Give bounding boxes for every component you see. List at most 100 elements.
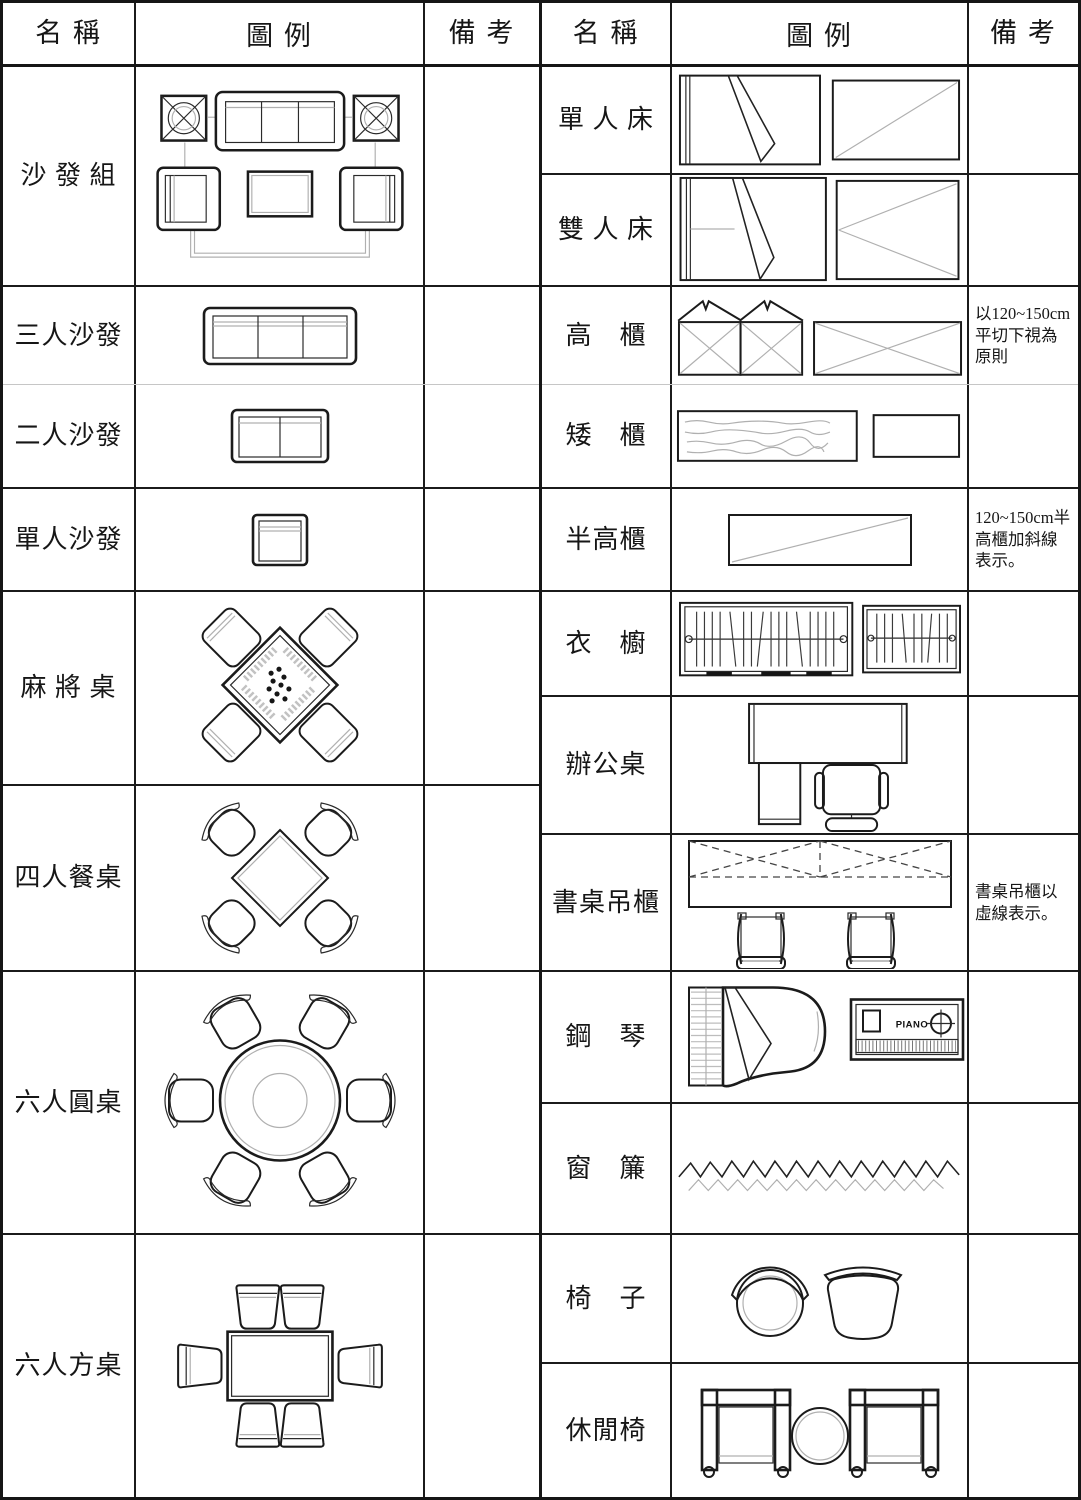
header-remark: 備 考: [448, 17, 516, 48]
row-symbol: [672, 489, 969, 590]
row-desk-hanging-cabinet: 書桌吊櫃: [542, 835, 1078, 972]
row-name: 四人餐桌: [3, 786, 136, 970]
row-remark: [425, 287, 539, 384]
row-double-bed: 雙 人 床: [542, 175, 1078, 287]
row-remark: [969, 1364, 1078, 1497]
row-symbol: [672, 1104, 969, 1233]
row-name: 二人沙發: [3, 385, 136, 487]
row-name: 單 人 床: [542, 67, 672, 173]
tall-cabinet-symbol: [677, 299, 962, 376]
row-remark: [969, 697, 1078, 833]
chair-symbol: [730, 1265, 903, 1340]
row-remark: [969, 1104, 1078, 1233]
row-name: 麻 將 桌: [3, 592, 136, 784]
row-name: 三人沙發: [3, 287, 136, 384]
row-remark: [425, 786, 539, 970]
row-remark: [969, 385, 1078, 487]
row-remark: [425, 592, 539, 784]
row-symbol: [136, 67, 425, 285]
row-half-height-cabinet: 半高櫃 120~150cm半高櫃加斜線表示。: [542, 489, 1078, 592]
mahjong-table-symbol: [201, 607, 358, 763]
six-person-round-table-symbol: [163, 994, 396, 1206]
row-remark: [425, 67, 539, 285]
row-single-bed: 單 人 床: [542, 67, 1078, 175]
row-six-person-round-table: 六人圓桌: [3, 972, 539, 1235]
row-symbol: [136, 1235, 425, 1497]
row-remark: [969, 175, 1078, 285]
row-symbol: [136, 972, 425, 1233]
row-symbol: [136, 385, 425, 487]
row-remark: [969, 67, 1078, 173]
four-person-dining-table-symbol: [200, 802, 359, 954]
row-name: 矮 櫃: [542, 385, 672, 487]
row-name: 雙 人 床: [542, 175, 672, 285]
curtain-symbol: [677, 1159, 960, 1191]
low-cabinet-symbol: [676, 410, 960, 462]
row-name: 椅 子: [542, 1235, 672, 1362]
header-name: 名 稱: [542, 3, 672, 64]
row-symbol: [672, 287, 969, 384]
row-symbol: [672, 835, 969, 970]
row-remark: [969, 1235, 1078, 1362]
two-seat-sofa-symbol: [230, 408, 329, 464]
row-remark: [425, 489, 539, 590]
row-chair: 椅 子: [542, 1235, 1078, 1364]
row-name: 窗 簾: [542, 1104, 672, 1233]
row-piano: 鋼 琴 PIANO: [542, 972, 1078, 1104]
six-person-square-table-symbol: [176, 1284, 383, 1448]
row-symbol: [672, 592, 969, 695]
row-symbol: [672, 1235, 969, 1362]
row-remark: 書桌吊櫃以虛線表示。: [975, 881, 1058, 923]
row-symbol: [672, 175, 969, 285]
row-remark: [425, 385, 539, 487]
header-remark: 備 考: [990, 17, 1057, 48]
row-name: 衣 櫥: [542, 592, 672, 695]
row-office-desk: 辦公桌: [542, 697, 1078, 835]
row-remark: [425, 972, 539, 1233]
row-remark: [969, 972, 1078, 1102]
row-name: 六人圓桌: [3, 972, 136, 1233]
right-header-row: 名 稱 圖 例 備 考: [542, 3, 1078, 67]
row-curtain: 窗 簾: [542, 1104, 1078, 1235]
left-table: 名 稱 圖 例 備 考 沙 發 組: [3, 3, 542, 1497]
three-seat-sofa-symbol: [202, 306, 357, 365]
header-name: 名 稱: [3, 3, 136, 64]
piano-label: PIANO: [895, 1020, 928, 1031]
row-remark: [969, 592, 1078, 695]
right-table: 名 稱 圖 例 備 考 單 人 床 雙 人 床: [542, 3, 1078, 1497]
half-height-cabinet-symbol: [727, 513, 912, 566]
single-bed-symbol: [678, 74, 960, 166]
row-name: 休閒椅: [542, 1364, 672, 1497]
single-sofa-symbol: [251, 513, 308, 566]
row-symbol: [136, 287, 425, 384]
row-remark: 120~150cm半高櫃加斜線表示。: [975, 507, 1071, 571]
row-four-person-dining-table: 四人餐桌: [3, 786, 539, 972]
row-tall-cabinet: 高 櫃 以120~150cm平切下視為原則: [542, 287, 1078, 385]
row-name: 辦公桌: [542, 697, 672, 833]
row-name: 鋼 琴: [542, 972, 672, 1102]
row-symbol: [136, 592, 425, 784]
row-name: 半高櫃: [542, 489, 672, 590]
header-legend: 圖 例: [136, 3, 425, 64]
row-single-sofa: 單人沙發: [3, 489, 539, 592]
row-symbol: [672, 697, 969, 833]
row-three-seat-sofa: 三人沙發: [3, 287, 539, 385]
leisure-chair-symbol: [700, 1388, 939, 1478]
row-name: 高 櫃: [542, 287, 672, 384]
left-header-row: 名 稱 圖 例 備 考: [3, 3, 539, 67]
row-mahjong-table: 麻 將 桌: [3, 592, 539, 786]
row-low-cabinet: 矮 櫃: [542, 385, 1078, 489]
row-remark: 以120~150cm平切下視為原則: [975, 303, 1071, 367]
row-symbol: [136, 489, 425, 590]
row-name: 沙 發 組: [3, 67, 136, 285]
row-remark: [425, 1235, 539, 1497]
row-symbol: [672, 1364, 969, 1497]
row-sofa-set: 沙 發 組: [3, 67, 539, 287]
sofa-set-symbol: [155, 90, 404, 258]
header-legend: 圖 例: [672, 3, 969, 64]
office-desk-symbol: [747, 702, 908, 832]
row-name: 書桌吊櫃: [542, 835, 672, 970]
row-leisure-chair: 休閒椅: [542, 1364, 1078, 1497]
wardrobe-symbol: [678, 601, 961, 676]
row-name: 六人方桌: [3, 1235, 136, 1497]
